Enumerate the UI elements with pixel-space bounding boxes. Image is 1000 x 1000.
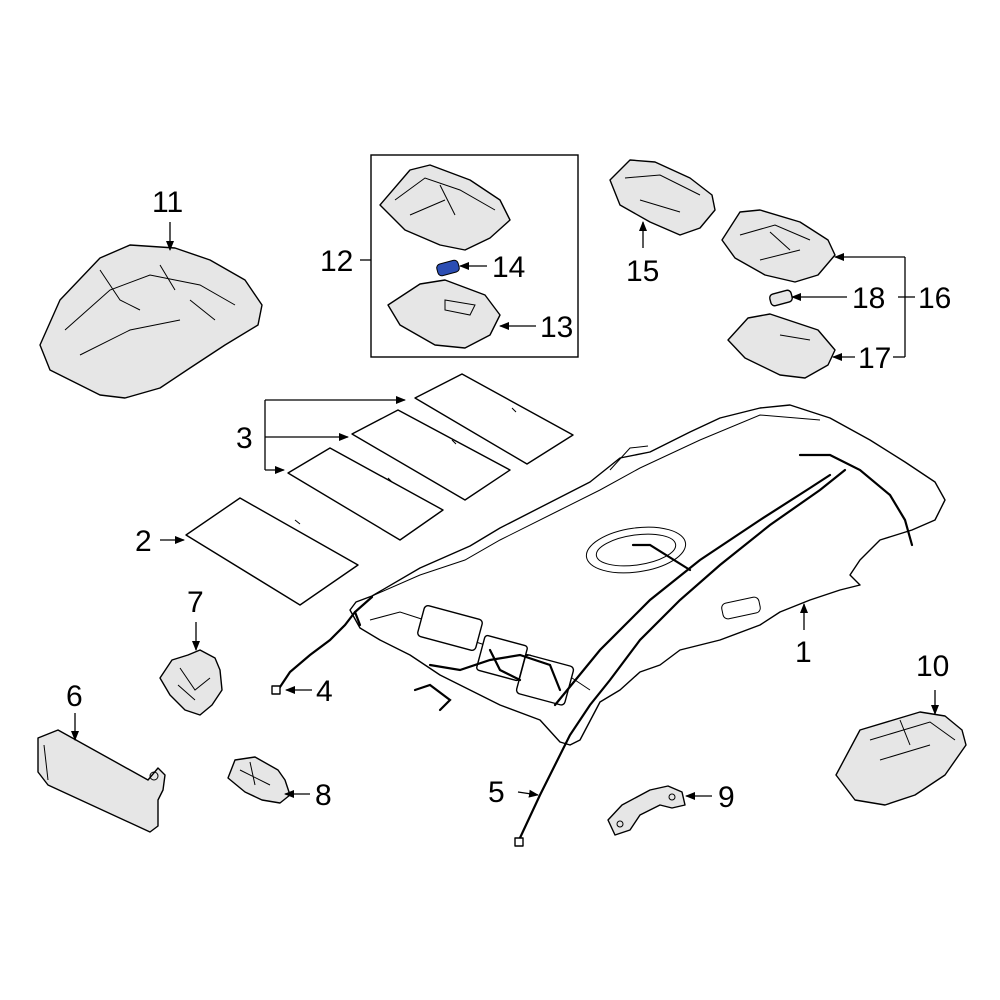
callout-10: 10 [916, 650, 949, 683]
assembly-12-box [370, 154, 579, 358]
lamp-housing-part-12[interactable] [379, 164, 511, 251]
callout-6: 6 [66, 680, 83, 713]
callout-labels: 1 2 3 4 5 6 7 8 9 10 11 12 13 14 15 16 1… [66, 186, 951, 814]
callout-1: 1 [795, 636, 812, 669]
lamp-housing-part-10[interactable] [835, 711, 967, 806]
callout-11: 11 [152, 186, 183, 219]
callout-14: 14 [492, 251, 525, 284]
wire-harness-part-5[interactable] [413, 453, 914, 847]
callout-18: 18 [852, 282, 885, 315]
lens-part-13[interactable] [387, 279, 501, 349]
sun-visor-part-6[interactable] [37, 729, 166, 833]
holder-part-8[interactable] [227, 756, 291, 804]
callout-7: 7 [187, 586, 204, 619]
overhead-console-part-11[interactable] [39, 244, 263, 399]
leader-lines [71, 221, 939, 800]
lamp-part-15[interactable] [609, 159, 716, 236]
bracket-part-7[interactable] [159, 649, 223, 716]
callout-13: 13 [540, 311, 573, 344]
bulb-part-14[interactable] [436, 259, 460, 277]
callout-5: 5 [488, 776, 505, 809]
grab-handle-part-9[interactable] [607, 785, 686, 836]
panel-part-3[interactable] [287, 373, 574, 541]
callout-8: 8 [315, 779, 332, 812]
callout-3: 3 [236, 422, 253, 455]
lens-part-17[interactable] [727, 313, 836, 379]
callout-2: 2 [135, 525, 152, 558]
callout-15: 15 [626, 255, 659, 288]
lamp-housing-part-16[interactable] [721, 209, 836, 283]
callout-17: 17 [858, 342, 891, 375]
callout-16: 16 [918, 282, 951, 315]
panel-part-2[interactable] [185, 497, 359, 606]
headliner-part[interactable] [349, 404, 946, 746]
callout-12: 12 [320, 245, 353, 278]
callout-9: 9 [718, 781, 735, 814]
bulb-part-18[interactable] [769, 289, 793, 307]
callout-4: 4 [316, 675, 333, 708]
wire-harness-part-4[interactable] [271, 595, 374, 695]
